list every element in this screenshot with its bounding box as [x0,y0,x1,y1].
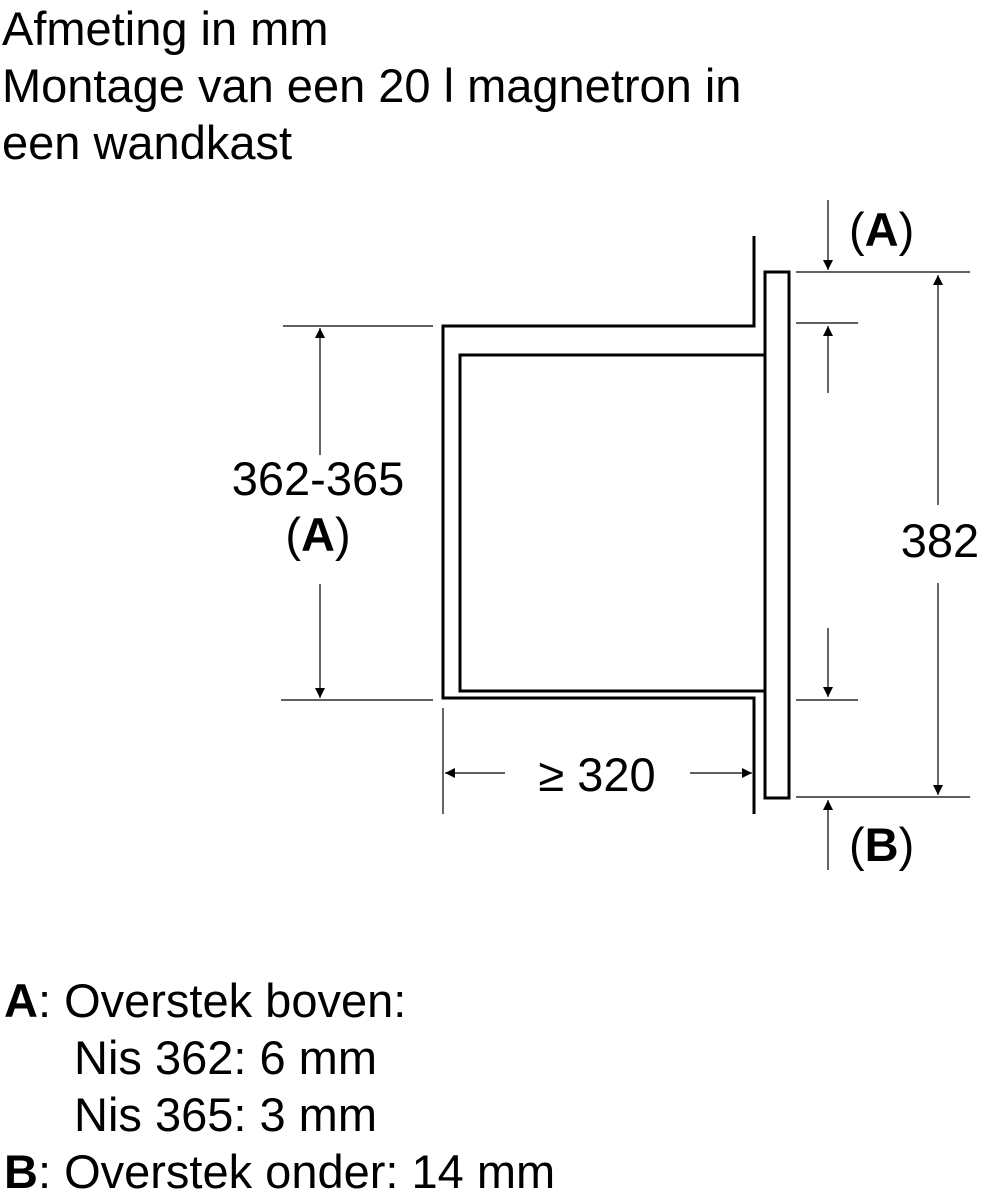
niche-height-ref-open: ( [285,508,301,561]
front-panel [763,270,791,800]
cabinet-outline [441,236,756,814]
legend-row-a: A: Overstek boven: [4,972,984,1029]
legend-label-a: : Overstek boven: [37,974,407,1027]
niche-height-ref-label: (A) [285,508,350,561]
niche-height-ref-close: ) [335,508,351,561]
bottom-ref-key: B [865,818,899,871]
niche-height-label: 362-365 [232,452,405,505]
legend-row-b: B: Overstek onder: 14 mm [4,1143,984,1200]
bottom-ref-open: ( [849,818,865,871]
top-ref-key: A [865,203,899,256]
legend-key-a: A [4,974,38,1027]
title-block: Afmeting in mm Montage van een 20 l magn… [2,0,982,171]
depth-label: ≥ 320 [538,748,655,801]
legend-label-b: : Overstek onder: 14 mm [37,1145,556,1198]
title-line-2: Montage van een 20 l magnetron in [2,59,742,112]
title-line-1: Afmeting in mm [2,2,329,55]
top-ref-close: ) [899,203,915,256]
legend-key-b: B [4,1145,38,1198]
top-ref-label: (A) [849,203,914,256]
bottom-ref-label: (B) [849,818,914,871]
top-ref-open: ( [849,203,865,256]
title-line-3: een wandkast [2,116,293,169]
niche-height-ref-key: A [301,508,335,561]
front-height-label: 382 [901,514,979,567]
legend: A: Overstek boven: Nis 362: 6 mm Nis 365… [4,972,984,1200]
legend-row-a-niche-362: Nis 362: 6 mm [74,1031,377,1084]
bottom-ref-close: ) [899,818,915,871]
microwave-body [458,353,765,693]
legend-row-a-niche-365: Nis 365: 3 mm [74,1088,377,1141]
